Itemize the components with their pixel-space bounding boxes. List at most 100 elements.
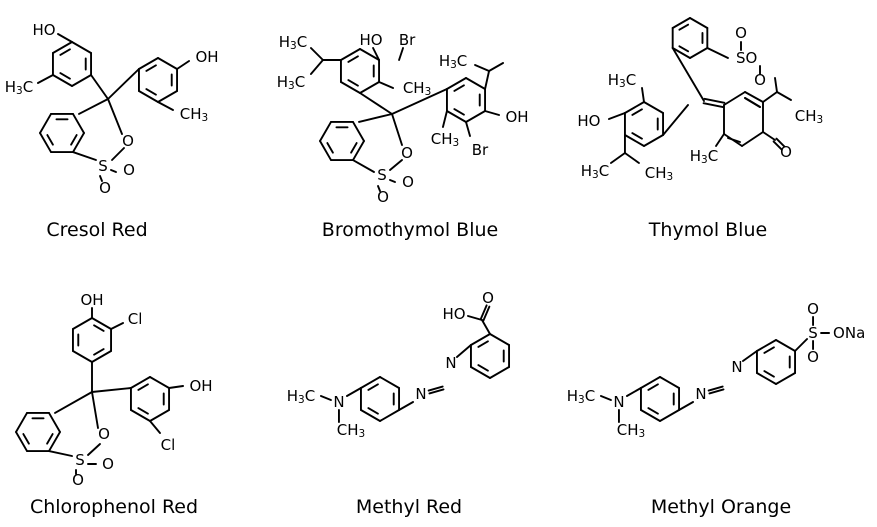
bond [137, 407, 149, 415]
atom-label: HO [577, 112, 600, 130]
atom-label: O [123, 161, 135, 179]
bond [662, 104, 689, 136]
atom-label: OH [190, 377, 213, 395]
bond [129, 409, 151, 422]
bond [157, 101, 174, 111]
bond [678, 45, 690, 53]
bond [647, 407, 659, 415]
bond [48, 411, 61, 433]
caption-methyl-red: Methyl Red [356, 496, 462, 518]
bond [689, 17, 709, 29]
atom-label: N [333, 393, 344, 411]
bond [489, 333, 511, 346]
atom-label: H3C [608, 71, 636, 90]
bond [91, 387, 132, 393]
atom-label: N [613, 393, 624, 411]
atom-label: CH3 [431, 130, 459, 149]
atom-label: O [98, 425, 110, 443]
atom-label: S [377, 166, 387, 184]
bond [744, 97, 761, 108]
caption-bromothymol-blue: Bromothymol Blue [322, 219, 498, 241]
bond [319, 395, 332, 401]
atom-label: HO [360, 31, 383, 49]
bond [723, 91, 746, 106]
bond [359, 81, 381, 94]
bond [481, 319, 491, 335]
bond [484, 70, 491, 90]
bond [78, 98, 109, 115]
bond [643, 101, 665, 114]
bond [609, 152, 626, 164]
atom-label: H3C [5, 78, 33, 97]
atom-label: Br [399, 31, 416, 49]
atom-label: O [99, 179, 111, 197]
bond [469, 366, 491, 379]
atom-label: O [754, 71, 766, 89]
atom-label: SO [736, 49, 757, 67]
bond [482, 305, 491, 322]
bond [137, 383, 149, 391]
bond [678, 23, 690, 31]
bond [445, 77, 467, 90]
atom-label: N [695, 385, 706, 403]
bond [168, 385, 185, 389]
bond [309, 59, 324, 75]
caption-cresol-red: Cresol Red [46, 219, 147, 241]
bond [479, 304, 488, 321]
bond [46, 134, 54, 146]
bond [378, 81, 395, 89]
bond [157, 90, 179, 103]
bond [671, 47, 691, 59]
bond [326, 142, 334, 154]
bond [129, 376, 151, 389]
bond [59, 72, 71, 80]
bond [647, 383, 659, 391]
bond [794, 338, 809, 352]
bond [465, 110, 487, 123]
atom-label: HO [32, 21, 55, 39]
bond [445, 110, 467, 123]
bond [441, 110, 448, 128]
bond [347, 79, 359, 87]
bond [46, 433, 54, 445]
atom-label: H3C [567, 387, 595, 406]
bond [744, 91, 764, 103]
atom-label: HO [442, 305, 465, 323]
atom-label: CH3 [337, 421, 365, 440]
atom-label: H3C [690, 147, 718, 166]
bond [149, 409, 171, 422]
caption-chlorophenol-red: Chlorophenol Red [30, 496, 198, 518]
bond [659, 376, 681, 389]
atom-label: O [780, 143, 792, 161]
bond [631, 132, 643, 140]
atom-label: H3C [279, 33, 307, 52]
bond [702, 102, 725, 109]
atom-label: O [401, 144, 413, 162]
bond [641, 87, 645, 103]
bond [455, 344, 472, 358]
bond [309, 47, 324, 61]
atom-label: O [482, 289, 494, 307]
bond [149, 376, 171, 389]
bond [70, 134, 78, 146]
bond [51, 41, 73, 54]
atom-label: N [445, 354, 456, 372]
bond [678, 401, 695, 411]
caption-methyl-orange: Methyl Orange [651, 496, 791, 518]
bond [659, 409, 681, 422]
bond [15, 411, 28, 433]
bond [137, 57, 159, 70]
bond [72, 112, 85, 134]
bond [352, 159, 375, 173]
bond [453, 84, 465, 92]
bond [477, 340, 489, 348]
atom-label: CH3 [180, 105, 208, 124]
bond [319, 140, 332, 162]
bond [631, 108, 643, 116]
bond [367, 407, 379, 415]
atom-label: S [75, 451, 85, 469]
bond [99, 175, 103, 182]
bond [90, 74, 109, 100]
bond [489, 366, 511, 379]
bond [145, 64, 157, 72]
